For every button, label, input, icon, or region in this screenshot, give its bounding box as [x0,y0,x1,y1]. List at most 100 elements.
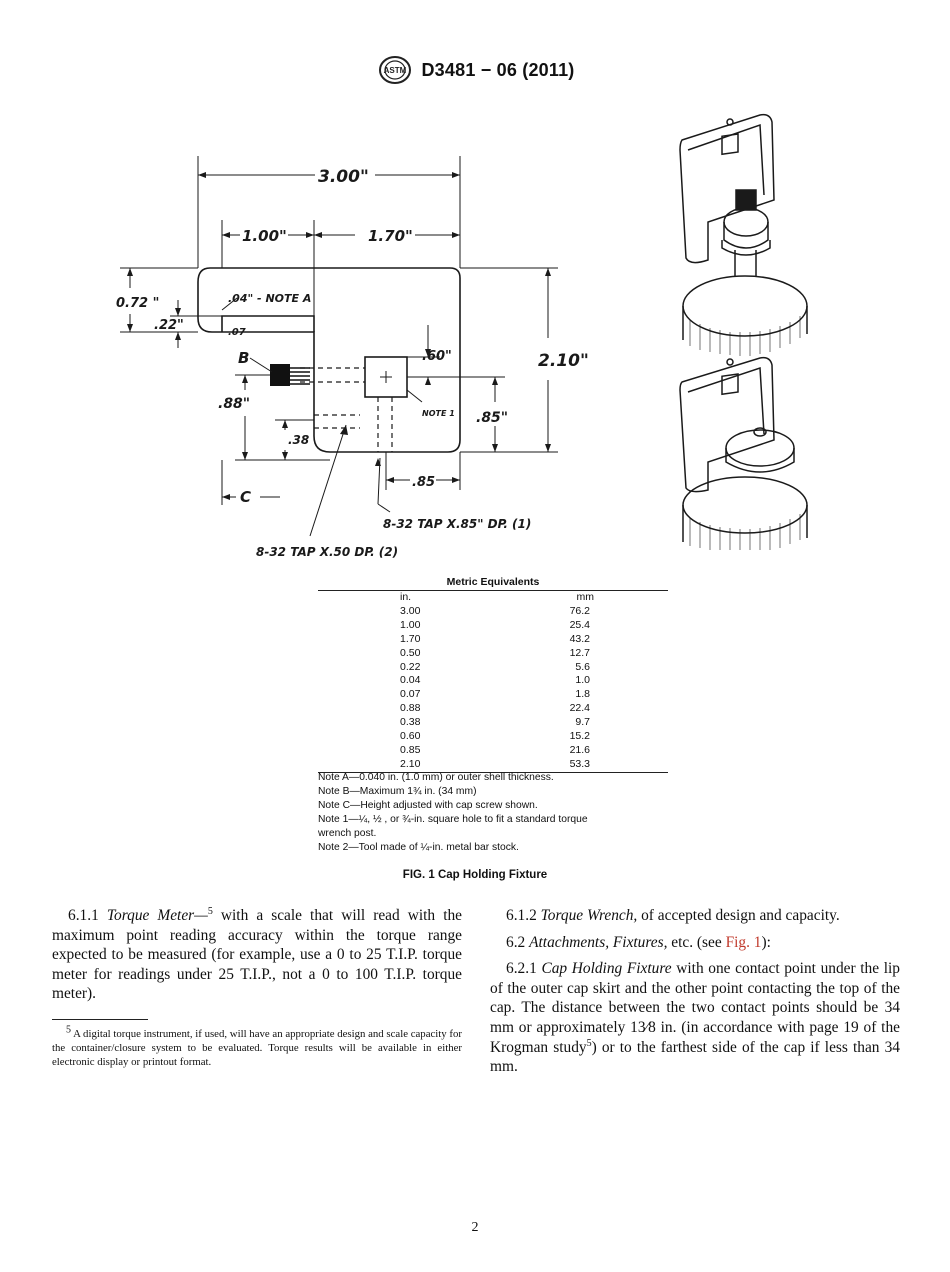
section-number: 6.2 [506,933,526,951]
astm-logo-text: ASTM [384,66,407,75]
footnote-ref: 5 [586,1037,592,1049]
cell-mm: 43.2 [569,632,590,645]
paragraph-text: with one contact point under the lip of … [490,960,900,1036]
note-a: Note A—0.040 in. (1.0 mm) or outer shell… [318,772,554,783]
figure-caption: FIG. 1 Cap Holding Fixture [402,869,548,881]
cell-in: 2.10 [400,757,421,770]
tap-note-2: 8-32 TAP X.50 DP. (2) [256,545,398,559]
dim-bottom-038: .38 [288,433,309,447]
page-header: ASTM D3481 − 06 (2011) [0,52,950,88]
cell-mm: 1.8 [575,688,590,701]
cell-in: 1.70 [400,632,421,645]
cell-mm: 76.2 [569,604,590,617]
cell-in: 1.00 [400,618,421,631]
tap-note-1: 8-32 TAP X.85" DP. (1) [383,517,531,531]
note-1-label: NOTE 1 [422,409,455,418]
fixture-outline [197,267,461,453]
cap-screw [270,364,310,386]
paragraph-6-2-1: 6.2.1 Cap Holding Fixture with one conta… [490,959,900,1077]
table-row: 2.10 53.3 [318,758,668,772]
figure-notes: Note A—0.040 in. (1.0 mm) or outer shell… [318,771,678,855]
cell-in: 0.88 [400,702,421,715]
cell-in: 0.85 [400,743,421,756]
section-number: 6.1.1 [68,907,99,924]
term-torque-meter: Torque Meter— [106,907,208,924]
dim-right-width: 1.70" [368,227,413,245]
footnote-text: A digital torque instrument, if used, wi… [52,1028,462,1069]
table-row: 1.70 43.2 [318,633,668,647]
metric-table-title: Metric Equivalents [318,576,668,591]
footnote-divider [52,1019,148,1020]
cell-mm: 25.4 [569,618,590,631]
paragraph-text: ): [761,933,771,951]
cell-in: 0.60 [400,730,421,743]
page-number: 2 [471,1220,479,1235]
dim-left-088: .88" [218,396,250,412]
table-row: 0.04 1.0 [318,674,668,688]
fraction: 3⁄8 [637,1018,656,1036]
note-2: Note 2—Tool made of ¼-in. metal bar stoc… [318,842,519,853]
cell-mm: 1.0 [575,674,590,687]
term-cap-holding-fixture: Cap Holding Fixture [541,960,672,978]
dim-offset-07: .07 [228,327,246,338]
dim-overall-height: 2.10" [538,351,589,371]
footnote-ref: 5 [207,905,213,917]
fixture-perspective-sketches [679,113,808,550]
cell-mm: 15.2 [569,730,590,743]
cell-in: 0.04 [400,674,421,687]
paragraph-6-1-1: 6.1.1 Torque Meter—5 with a scale that w… [52,906,462,1004]
cell-mm: 21.6 [569,743,590,756]
paragraph-text: with a scale that will read with the max… [52,907,462,1003]
paragraph-text: in. (in accordance with page 19 of the K… [490,1018,900,1056]
footnote-number: 5 [66,1024,71,1036]
table-bottom-rule [318,771,668,773]
col-header-in: in. [400,591,412,603]
note-c: Note C—Height adjusted with cap screw sh… [318,800,538,811]
section-number: 6.1.2 [506,907,537,924]
paragraph-text: of accepted design and capacity. [637,907,840,924]
dim-bottom-085: .85 [412,475,435,490]
cell-mm: 22.4 [569,702,590,715]
table-row: 0.60 15.2 [318,730,668,744]
right-column: 6.1.2 Torque Wrench, of accepted design … [490,906,900,1084]
dim-top-height: 0.72 " [116,296,159,311]
table-row: 3.00 76.2 [318,605,668,619]
note-1-line1: Note 1—¼, ½ , or ¾-in. square hole to fi… [318,814,588,825]
metric-equivalents-table: Metric Equivalents in. mm 3.00 76.2 1.00 25… [318,576,668,773]
term-torque-wrench: Torque Wrench, [540,907,638,924]
dim-note-a: .04" - NOTE A [228,292,311,305]
astm-logo-icon: ASTM [379,56,412,84]
section-number: 6.2.1 [506,960,537,978]
label-b: B [238,349,249,367]
table-header-row: in. mm [318,591,668,605]
cell-in: 3.00 [400,604,421,617]
cell-in: 0.38 [400,716,421,729]
dim-right-085: .85" [476,410,508,426]
cell-mm: 53.3 [569,757,590,770]
dim-left-width: 1.00" [242,227,287,245]
dim-step-height: .22" [154,318,184,333]
table-row: 1.00 25.4 [318,619,668,633]
paragraph-text: etc. (see [667,933,726,951]
cell-in: 0.22 [400,660,421,673]
dim-hole: .60" [422,349,452,364]
label-c: C [240,488,251,506]
cell-mm: 5.6 [575,660,590,673]
footnote-5: 5 A digital torque instrument, if used, … [52,1024,462,1070]
paragraph-6-2: 6.2 Attachments, Fixtures, etc. (see Fig… [490,933,900,953]
table-row: 0.88 22.4 [318,702,668,716]
term-attachments: Attachments, Fixtures, [529,933,668,951]
fixture-dimension-drawing: 3.00" 1.00" 1.70" 0.72 " .22" .04" - NOT… [116,156,589,559]
table-row: 0.85 21.6 [318,744,668,758]
cell-mm: 9.7 [575,716,590,729]
dim-overall-width: 3.00" [318,167,369,187]
note-1-line2: wrench post. [318,828,377,839]
note-b: Note B—Maximum 1¾ in. (34 mm) [318,786,477,797]
paragraph-6-1-2: 6.1.2 Torque Wrench, of accepted design … [490,906,900,926]
table-row: 0.38 9.7 [318,716,668,730]
standard-designation: D3481 − 06 (2011) [421,59,575,80]
left-column: 6.1.1 Torque Meter—5 with a scale that w… [52,906,462,1011]
fig-1-link[interactable]: Fig. 1 [725,933,762,951]
